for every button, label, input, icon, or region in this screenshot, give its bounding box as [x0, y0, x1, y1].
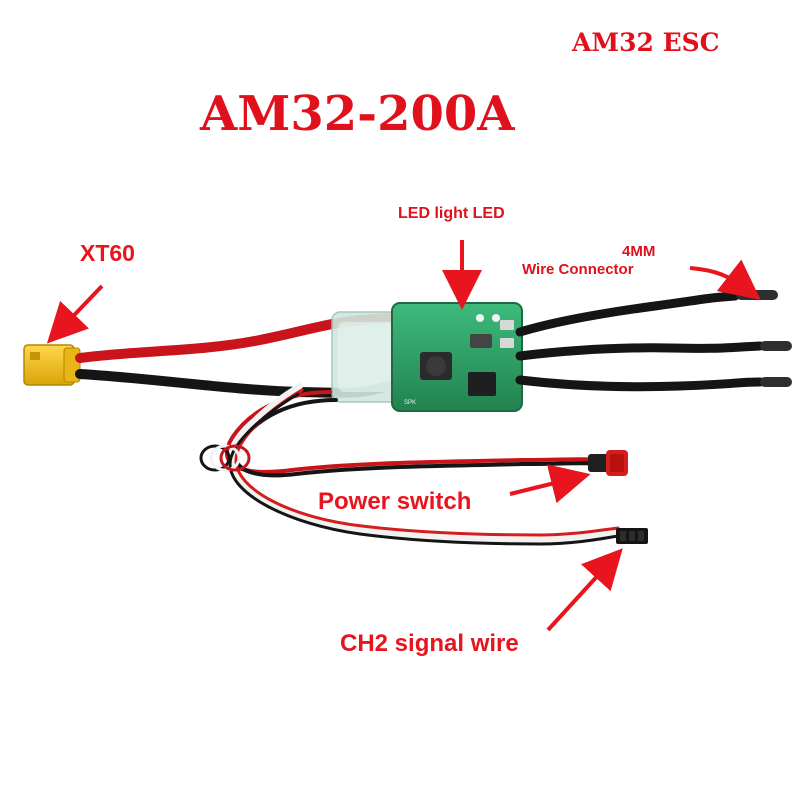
esc-pcb: SPK: [391, 302, 523, 412]
connector-type-label: Wire Connector: [522, 261, 634, 278]
signal-wire-red: [234, 388, 620, 537]
signal-wire-white: [228, 383, 621, 544]
arrow-connector: [689, 259, 761, 300]
led-label: LED light LED: [398, 205, 505, 222]
ch2-signal-label: CH2 signal wire: [340, 630, 519, 657]
power-switch-label: Power switch: [318, 488, 472, 515]
motor-wire-2: [515, 341, 765, 361]
arrow-power-switch: [509, 464, 591, 504]
wire-coil: [199, 444, 251, 472]
motor-wire-3: [515, 375, 765, 392]
xt60-label: XT60: [80, 240, 135, 266]
arrow-ch2: [546, 548, 623, 632]
motor-wire-1: [515, 291, 740, 337]
motor-connector-2: [760, 341, 792, 351]
xt60-connector: [23, 344, 81, 386]
connector-size-label: 4MM: [622, 243, 656, 260]
power-switch: [588, 450, 628, 476]
power-switch-wire-red: [224, 390, 602, 474]
motor-connector-3: [760, 377, 792, 387]
arrow-xt60: [46, 284, 104, 344]
svg-text:SPK: SPK: [404, 400, 416, 406]
signal-connector: [616, 528, 648, 544]
brand-label: AM32 ESC: [572, 28, 720, 57]
motor-connector-1: [736, 290, 778, 300]
capacitor-heatshrink: [331, 311, 405, 403]
product-title: AM32-200A: [200, 86, 515, 142]
